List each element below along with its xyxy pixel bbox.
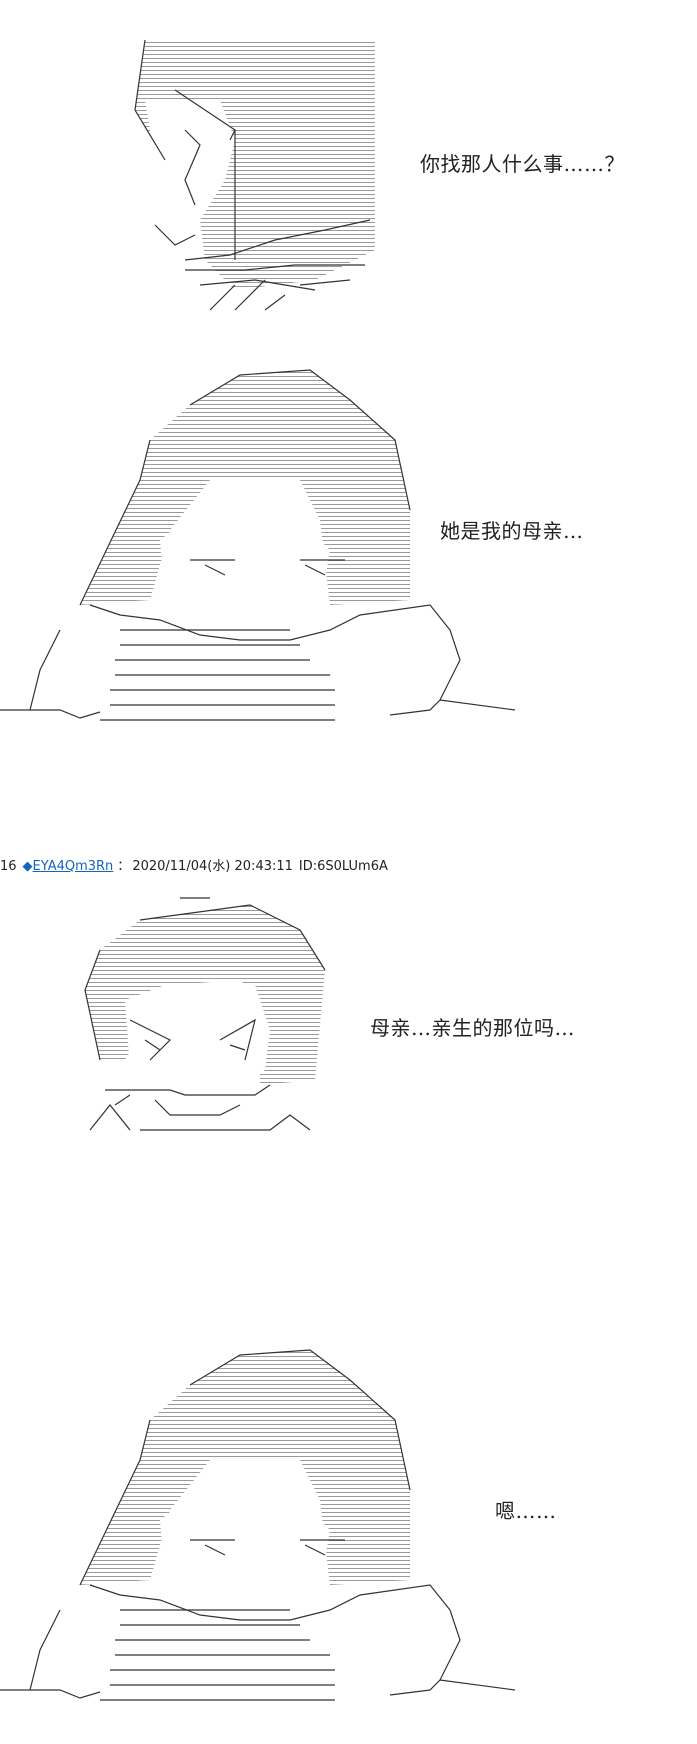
dialogue-panel-4: 嗯…… xyxy=(495,1499,557,1523)
post-header: 16 ◆EYA4Qm3Rn：2020/11/04(水) 20:43:11 ID:6S… xyxy=(0,856,697,878)
dialogue-panel-2: 她是我的母亲… xyxy=(440,519,584,543)
post-id: ID:6S0LUm6A xyxy=(298,859,388,874)
ascii-art-side-profile-drawing xyxy=(134,39,375,311)
ascii-art-long-hair-front-2 xyxy=(0,1340,520,1730)
post-separator: ： xyxy=(117,859,131,874)
trip-diamond-icon: ◆ xyxy=(22,859,33,874)
dialogue-panel-1: 你找那人什么事……？ xyxy=(420,152,625,176)
ascii-art-long-hair-front-2-drawing xyxy=(0,1349,516,1701)
trip-code-link[interactable]: EYA4Qm3Rn xyxy=(32,859,114,874)
post-datetime: 2020/11/04(水) 20:43:11 xyxy=(132,859,293,874)
ascii-art-long-hair-front-1-drawing xyxy=(0,369,516,721)
post-number: 16 xyxy=(0,859,17,874)
ascii-art-short-hair-front xyxy=(70,890,330,1140)
ascii-art-short-hair-front-drawing xyxy=(84,897,326,1131)
dialogue-panel-3: 母亲…亲生的那位吗… xyxy=(370,1016,575,1040)
ascii-art-long-hair-front-1 xyxy=(0,360,520,750)
ascii-art-side-profile xyxy=(125,30,385,330)
